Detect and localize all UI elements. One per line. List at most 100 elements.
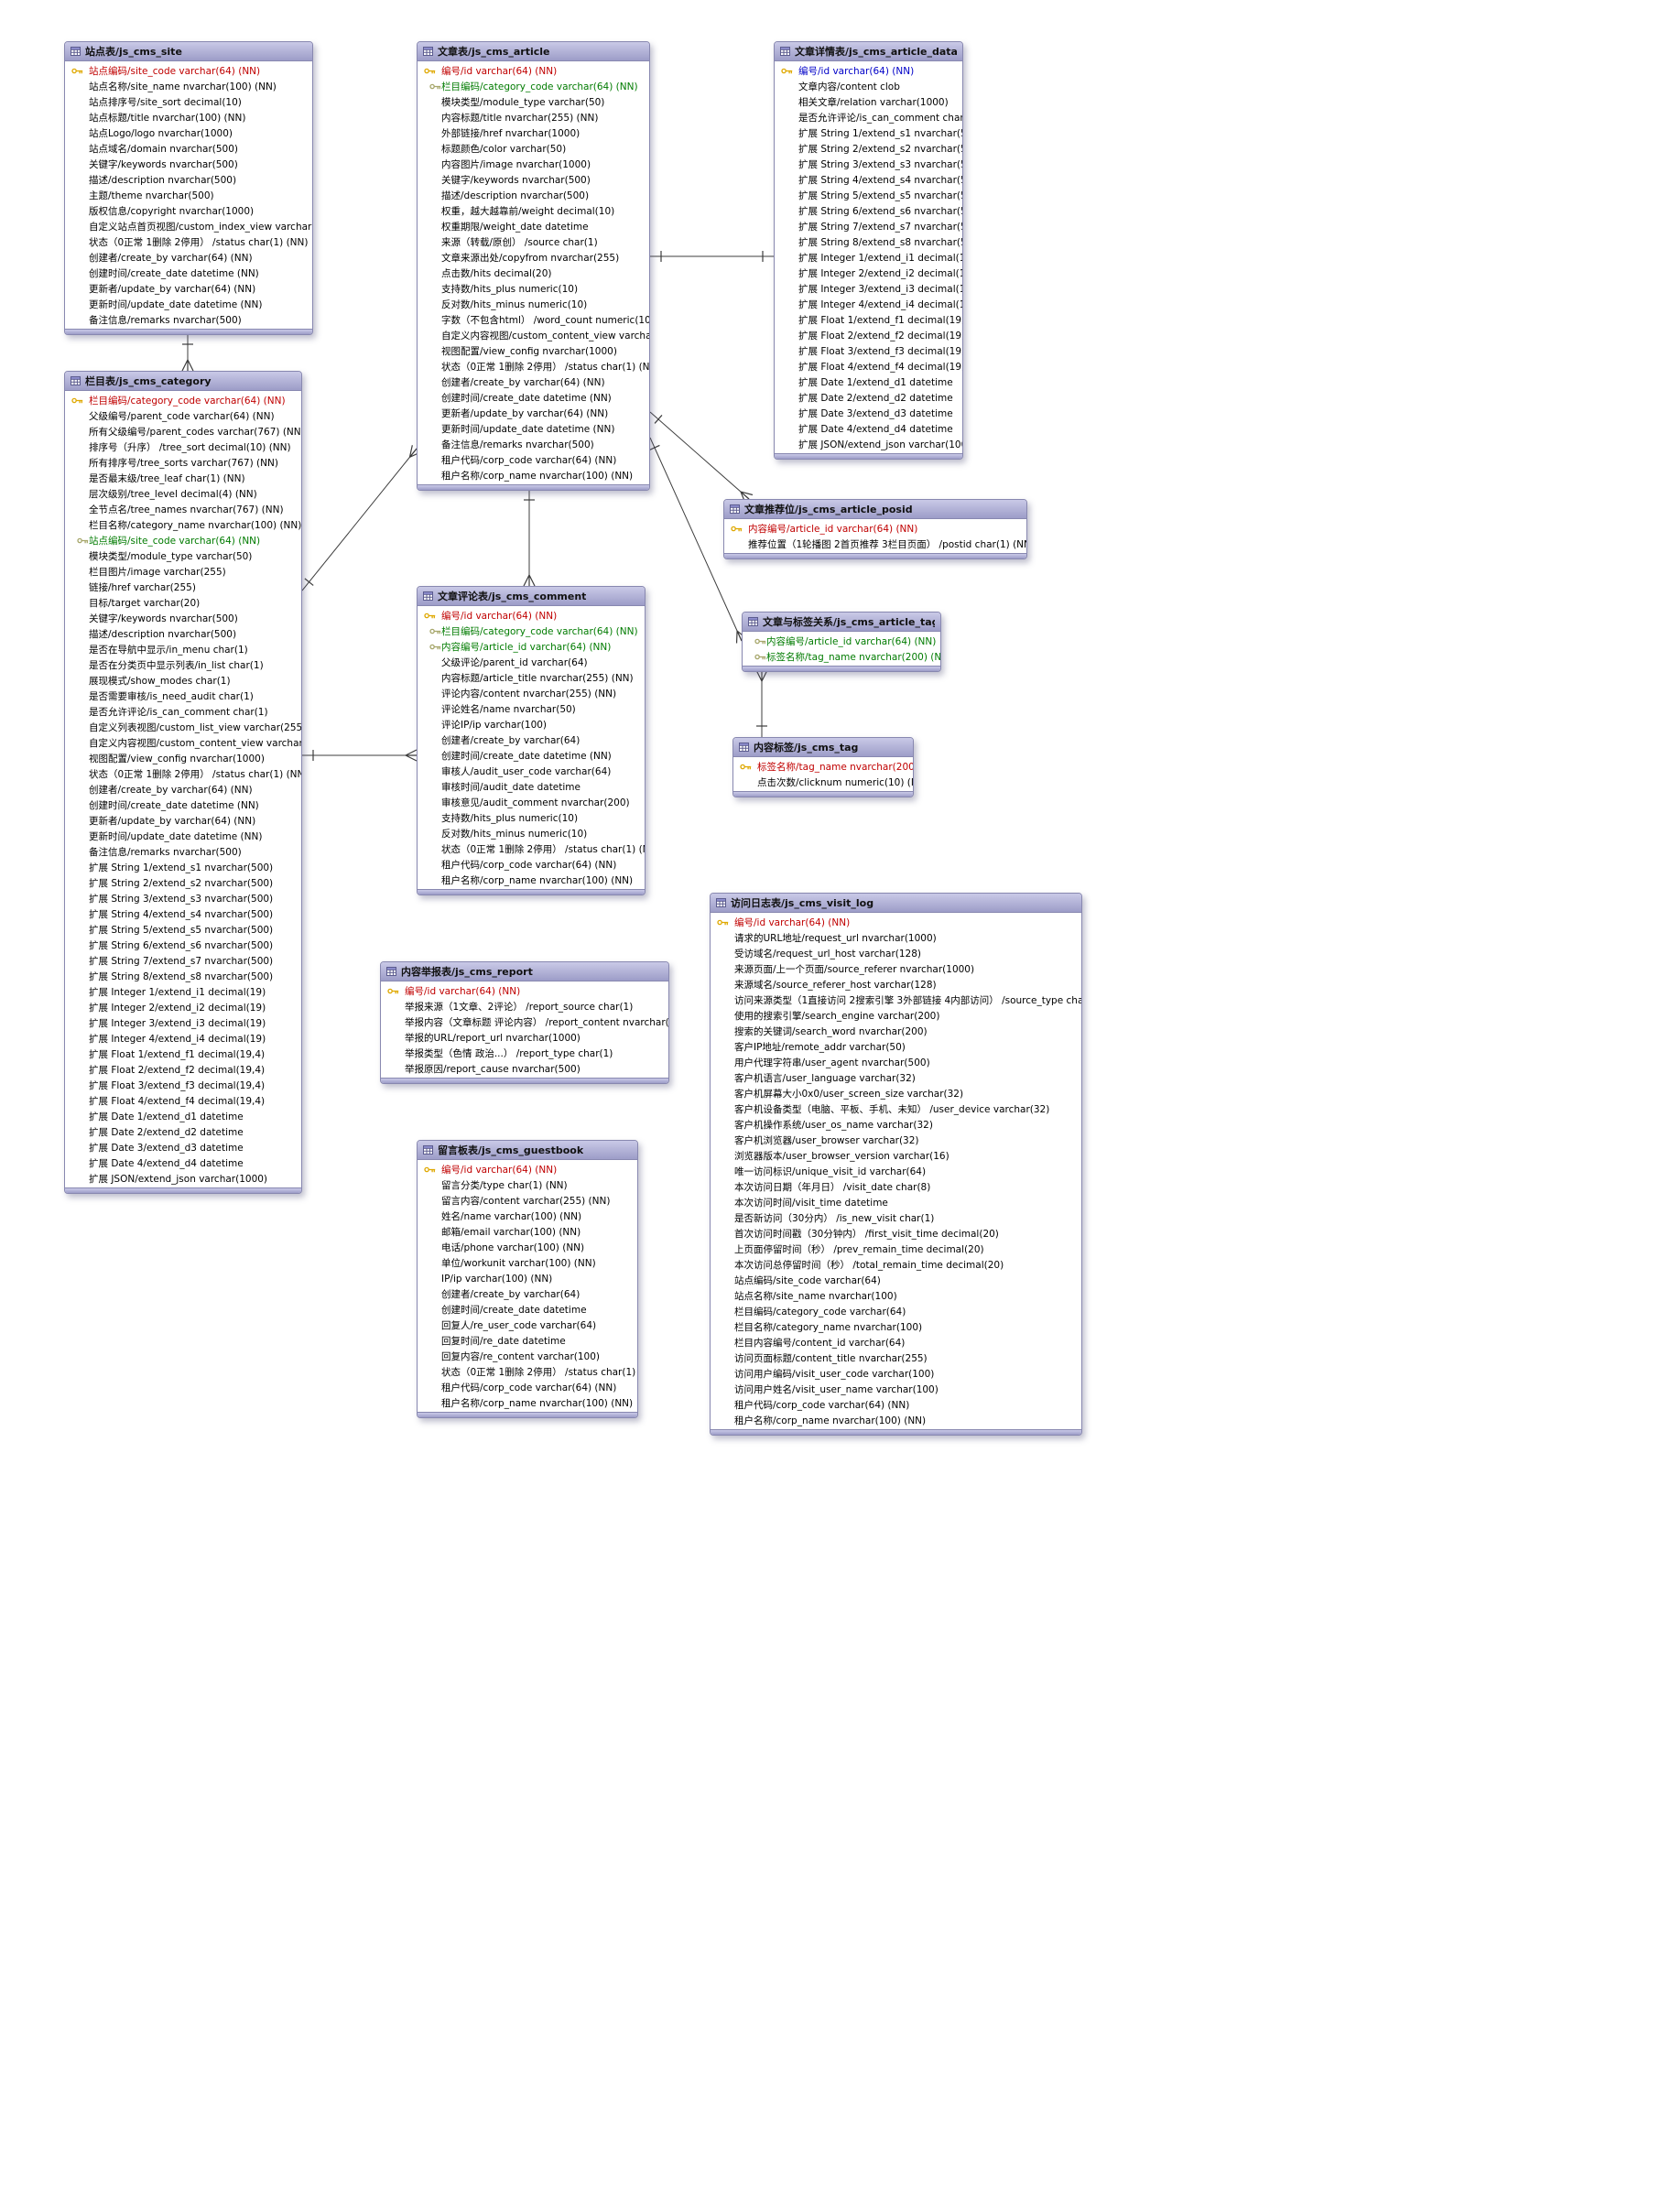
field-row[interactable]: 扩展 String 2/extend_s2 nvarchar(500)	[775, 141, 962, 157]
field-row[interactable]: 扩展 JSON/extend_json varchar(1000)	[775, 437, 962, 452]
field-row[interactable]: 所有排序号/tree_sorts varchar(767) (NN)	[65, 455, 301, 471]
field-row[interactable]: 留言内容/content varchar(255) (NN)	[418, 1193, 637, 1209]
field-row[interactable]: 站点标题/title nvarchar(100) (NN)	[65, 110, 312, 125]
field-row[interactable]: 创建时间/create_date datetime (NN)	[65, 266, 312, 281]
field-row[interactable]: 邮箱/email varchar(100) (NN)	[418, 1224, 637, 1240]
field-row[interactable]: 扩展 Float 4/extend_f4 decimal(19,4)	[65, 1093, 301, 1109]
field-row[interactable]: 字数（不包含html） /word_count numeric(10)	[418, 312, 649, 328]
field-row[interactable]: 创建时间/create_date datetime (NN)	[65, 797, 301, 813]
field-row[interactable]: 站点编码/site_code varchar(64)	[711, 1273, 1081, 1288]
field-row[interactable]: 反对数/hits_minus numeric(10)	[418, 297, 649, 312]
field-row[interactable]: 客户机浏览器/user_browser varchar(32)	[711, 1133, 1081, 1148]
field-row[interactable]: 自定义列表视图/custom_list_view varchar(255)	[65, 720, 301, 735]
field-row[interactable]: 搜索的关键词/search_word nvarchar(200)	[711, 1024, 1081, 1039]
field-row[interactable]: 是否在导航中显示/in_menu char(1)	[65, 642, 301, 657]
table-header-visit_log[interactable]: 访问日志表/js_cms_visit_log	[711, 894, 1081, 913]
field-row[interactable]: 更新者/update_by varchar(64) (NN)	[65, 813, 301, 829]
field-row[interactable]: 层次级别/tree_level decimal(4) (NN)	[65, 486, 301, 502]
field-row[interactable]: 扩展 Date 4/extend_d4 datetime	[65, 1155, 301, 1171]
field-row[interactable]: 扩展 Integer 4/extend_i4 decimal(19)	[65, 1031, 301, 1046]
field-row[interactable]: 扩展 Date 4/extend_d4 datetime	[775, 421, 962, 437]
field-row[interactable]: 状态（0正常 1删除 2停用） /status char(1) (NN)	[65, 234, 312, 250]
field-row[interactable]: 租户代码/corp_code varchar(64) (NN)	[418, 452, 649, 468]
field-row[interactable]: 扩展 String 6/extend_s6 nvarchar(500)	[775, 203, 962, 219]
field-row[interactable]: 主题/theme nvarchar(500)	[65, 188, 312, 203]
field-row[interactable]: 支持数/hits_plus numeric(10)	[418, 810, 645, 826]
table-header-site[interactable]: 站点表/js_cms_site	[65, 42, 312, 61]
field-row[interactable]: 扩展 Float 1/extend_f1 decimal(19,4)	[65, 1046, 301, 1062]
field-row[interactable]: 备注信息/remarks nvarchar(500)	[418, 437, 649, 452]
field-row[interactable]: 创建者/create_by varchar(64) (NN)	[65, 250, 312, 266]
field-row[interactable]: 扩展 Float 2/extend_f2 decimal(19,4)	[65, 1062, 301, 1078]
field-row[interactable]: 标签名称/tag_name nvarchar(200) (NN)	[743, 649, 940, 665]
field-row[interactable]: 内容编号/article_id varchar(64) (NN)	[743, 634, 940, 649]
field-row[interactable]: 扩展 Date 1/extend_d1 datetime	[775, 374, 962, 390]
field-row[interactable]: 审核人/audit_user_code varchar(64)	[418, 764, 645, 779]
field-row[interactable]: 创建时间/create_date datetime	[418, 1302, 637, 1317]
field-row[interactable]: 首次访问时间戳（30分钟内） /first_visit_time decimal…	[711, 1226, 1081, 1242]
field-row[interactable]: 标题颜色/color varchar(50)	[418, 141, 649, 157]
field-row[interactable]: 扩展 Date 3/extend_d3 datetime	[65, 1140, 301, 1155]
table-header-article_data[interactable]: 文章详情表/js_cms_article_data	[775, 42, 962, 61]
field-row[interactable]: 本次访问日期（年月日） /visit_date char(8)	[711, 1179, 1081, 1195]
field-row[interactable]: 回复人/re_user_code varchar(64)	[418, 1317, 637, 1333]
field-row[interactable]: 权重，越大越靠前/weight decimal(10)	[418, 203, 649, 219]
field-row[interactable]: 自定义内容视图/custom_content_view varchar(255)	[65, 735, 301, 751]
field-row[interactable]: 编号/id varchar(64) (NN)	[381, 983, 668, 999]
field-row[interactable]: 扩展 String 7/extend_s7 nvarchar(500)	[65, 953, 301, 969]
field-row[interactable]: 备注信息/remarks nvarchar(500)	[65, 844, 301, 860]
field-row[interactable]: 关键字/keywords nvarchar(500)	[65, 611, 301, 626]
field-row[interactable]: 扩展 Float 1/extend_f1 decimal(19,4)	[775, 312, 962, 328]
field-row[interactable]: 访问用户姓名/visit_user_name varchar(100)	[711, 1382, 1081, 1397]
field-row[interactable]: 内容编号/article_id varchar(64) (NN)	[418, 639, 645, 655]
field-row[interactable]: 扩展 Date 3/extend_d3 datetime	[775, 406, 962, 421]
field-row[interactable]: 点击数/hits decimal(20)	[418, 266, 649, 281]
field-row[interactable]: 点击次数/clicknum numeric(10) (NN)	[733, 775, 913, 790]
field-row[interactable]: 扩展 String 8/extend_s8 nvarchar(500)	[65, 969, 301, 984]
field-row[interactable]: 电话/phone varchar(100) (NN)	[418, 1240, 637, 1255]
field-row[interactable]: 视图配置/view_config nvarchar(1000)	[418, 343, 649, 359]
field-row[interactable]: 扩展 String 2/extend_s2 nvarchar(500)	[65, 875, 301, 891]
field-row[interactable]: 租户名称/corp_name nvarchar(100) (NN)	[418, 873, 645, 888]
field-row[interactable]: 租户代码/corp_code varchar(64) (NN)	[711, 1397, 1081, 1413]
table-header-category[interactable]: 栏目表/js_cms_category	[65, 372, 301, 391]
field-row[interactable]: 关键字/keywords nvarchar(500)	[65, 157, 312, 172]
field-row[interactable]: 描述/description nvarchar(500)	[418, 188, 649, 203]
field-row[interactable]: 描述/description nvarchar(500)	[65, 626, 301, 642]
field-row[interactable]: 反对数/hits_minus numeric(10)	[418, 826, 645, 841]
field-row[interactable]: 租户名称/corp_name nvarchar(100) (NN)	[418, 468, 649, 483]
field-row[interactable]: 扩展 String 7/extend_s7 nvarchar(500)	[775, 219, 962, 234]
field-row[interactable]: 本次访问总停留时间（秒） /total_remain_time decimal(…	[711, 1257, 1081, 1273]
field-row[interactable]: 更新时间/update_date datetime (NN)	[65, 297, 312, 312]
field-row[interactable]: 站点排序号/site_sort decimal(10)	[65, 94, 312, 110]
field-row[interactable]: 创建者/create_by varchar(64)	[418, 1286, 637, 1302]
field-row[interactable]: 更新时间/update_date datetime (NN)	[65, 829, 301, 844]
field-row[interactable]: 举报的URL/report_url nvarchar(1000)	[381, 1030, 668, 1046]
field-row[interactable]: 站点域名/domain nvarchar(500)	[65, 141, 312, 157]
field-row[interactable]: 创建时间/create_date datetime (NN)	[418, 390, 649, 406]
field-row[interactable]: 是否最末级/tree_leaf char(1) (NN)	[65, 471, 301, 486]
field-row[interactable]: 站点Logo/logo nvarchar(1000)	[65, 125, 312, 141]
table-header-article_tag[interactable]: 文章与标签关系/js_cms_article_tag	[743, 613, 940, 632]
field-row[interactable]: 举报原因/report_cause nvarchar(500)	[381, 1061, 668, 1077]
field-row[interactable]: 创建者/create_by varchar(64) (NN)	[65, 782, 301, 797]
field-row[interactable]: 访问来源类型（1直接访问 2搜索引擎 3外部链接 4内部访问） /source_…	[711, 992, 1081, 1008]
field-row[interactable]: 扩展 Integer 1/extend_i1 decimal(19)	[65, 984, 301, 1000]
field-row[interactable]: 扩展 Float 3/extend_f3 decimal(19,4)	[65, 1078, 301, 1093]
field-row[interactable]: 版权信息/copyright nvarchar(1000)	[65, 203, 312, 219]
field-row[interactable]: 文章内容/content clob	[775, 79, 962, 94]
field-row[interactable]: 留言分类/type char(1) (NN)	[418, 1177, 637, 1193]
field-row[interactable]: 评论IP/ip varchar(100)	[418, 717, 645, 732]
field-row[interactable]: 扩展 Float 4/extend_f4 decimal(19,4)	[775, 359, 962, 374]
field-row[interactable]: 扩展 Float 3/extend_f3 decimal(19,4)	[775, 343, 962, 359]
field-row[interactable]: 请求的URL地址/request_url nvarchar(1000)	[711, 930, 1081, 946]
field-row[interactable]: 客户机操作系统/user_os_name varchar(32)	[711, 1117, 1081, 1133]
field-row[interactable]: 自定义内容视图/custom_content_view varchar(255)	[418, 328, 649, 343]
field-row[interactable]: 栏目编码/category_code varchar(64)	[711, 1304, 1081, 1319]
field-row[interactable]: 扩展 String 8/extend_s8 nvarchar(500)	[775, 234, 962, 250]
